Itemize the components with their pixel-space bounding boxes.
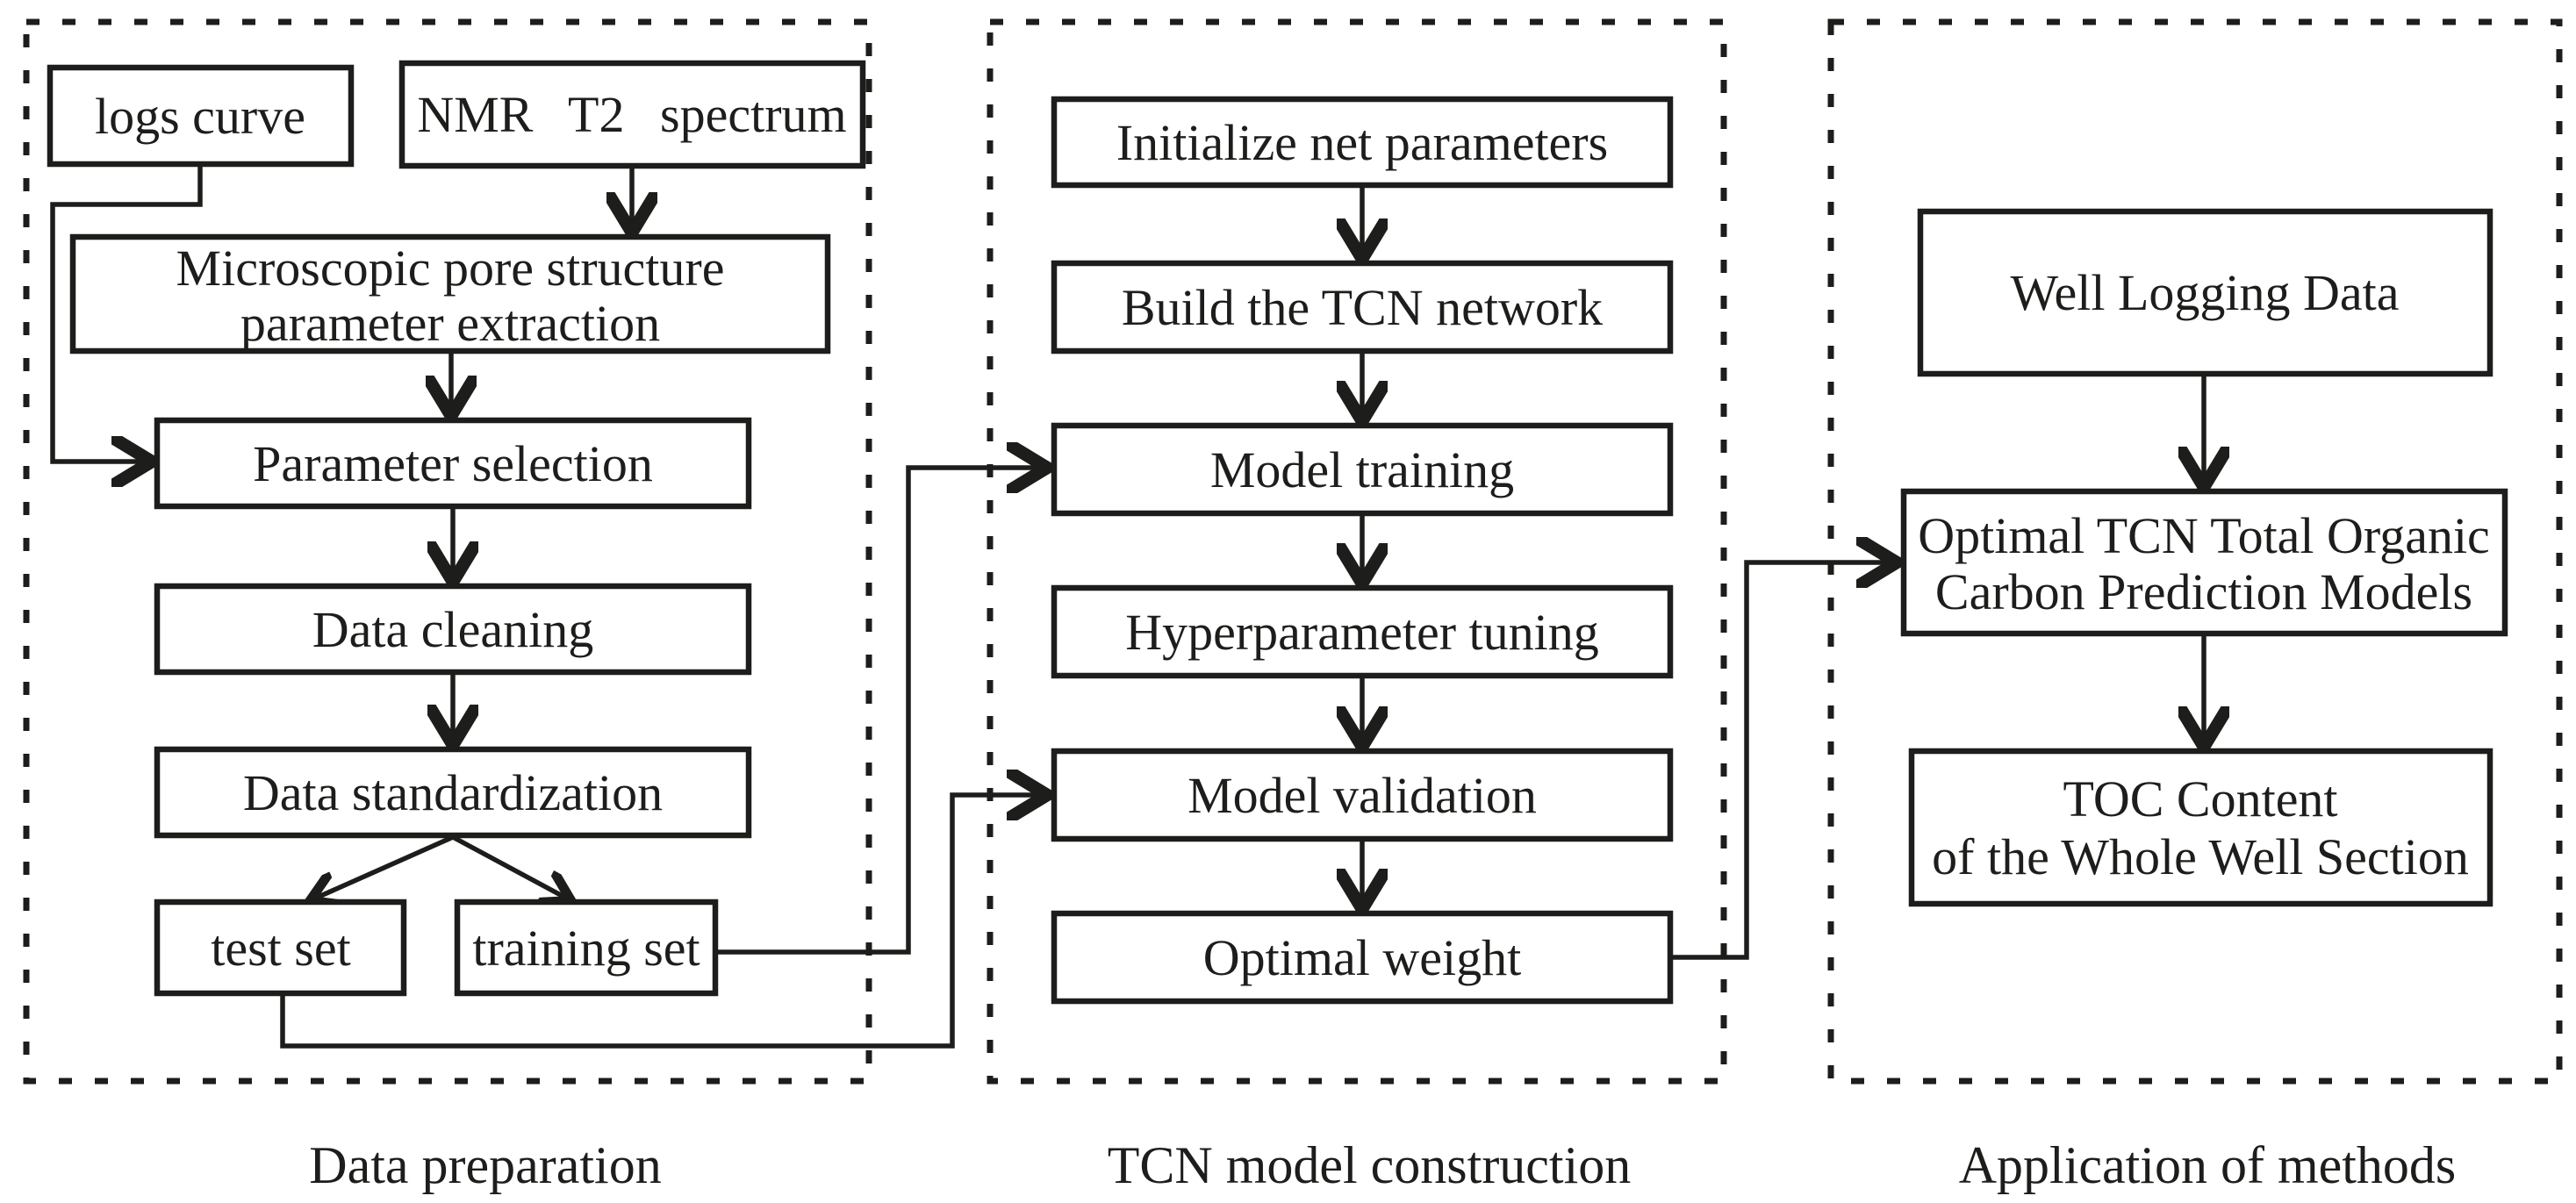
panel-tcn-model-construction	[987, 18, 1727, 1085]
model-validation-box	[1051, 748, 1674, 842]
microscopic-extraction-label-line2: parameter extraction	[240, 295, 660, 352]
node-test-set: test set	[154, 899, 407, 997]
arrow-test-set-to-model-validation	[280, 795, 1046, 1049]
logs-curve-box	[47, 64, 355, 168]
training-set-label: training set	[472, 920, 700, 977]
model-training-box	[1051, 422, 1674, 517]
test-set-label: test set	[211, 920, 350, 977]
node-toc-content: TOC Content of the Whole Well Section	[1908, 748, 2493, 907]
panel-data-preparation	[23, 18, 872, 1085]
parameter-selection-box	[154, 417, 752, 510]
node-optimal-tcn-models: Optimal TCN Total Organic Carbon Predict…	[1900, 488, 2508, 637]
build-tcn-network-label: Build the TCN network	[1122, 279, 1603, 336]
nmr-t2-spectrum-box	[398, 60, 866, 169]
caption-data-preparation: Data preparation	[309, 1136, 661, 1194]
test-set-box	[154, 899, 407, 997]
node-hyperparameter-tuning: Hyperparameter tuning	[1051, 584, 1674, 679]
arrow-standardization-to-test-set	[311, 834, 455, 900]
node-microscopic-extraction: Microscopic pore structure parameter ext…	[69, 233, 831, 354]
node-well-logging-data: Well Logging Data	[1917, 208, 2493, 377]
arrow-standardization-to-training-set	[451, 834, 570, 900]
caption-tcn-model-construction: TCN model construction	[1108, 1136, 1632, 1194]
model-training-label: Model training	[1210, 441, 1514, 498]
optimal-tcn-models-label-line1: Optimal TCN Total Organic	[1918, 507, 2490, 564]
arrow-training-set-to-model-training	[717, 468, 1046, 955]
caption-application-of-methods: Application of methods	[1959, 1136, 2457, 1194]
arrow-logs-curve-to-parameter-selection	[50, 166, 203, 462]
node-build-tcn-network: Build the TCN network	[1051, 260, 1674, 354]
hyperparameter-tuning-label: Hyperparameter tuning	[1125, 604, 1599, 661]
data-cleaning-label: Data cleaning	[312, 601, 593, 658]
node-parameter-selection: Parameter selection	[154, 417, 752, 510]
node-data-standardization: Data standardization	[154, 746, 752, 839]
nmr-t2-spectrum-label: NMR T2 spectrum	[417, 86, 846, 143]
optimal-weight-box	[1051, 910, 1674, 1005]
panel-application-of-methods	[1827, 18, 2563, 1085]
logs-curve-label: logs curve	[95, 88, 305, 145]
hyperparameter-tuning-box	[1051, 584, 1674, 679]
optimal-tcn-models-label-line2: Carbon Prediction Models	[1935, 563, 2472, 620]
microscopic-extraction-label-line1: Microscopic pore structure	[176, 240, 725, 297]
node-model-validation: Model validation	[1051, 748, 1674, 842]
optimal-weight-label: Optimal weight	[1203, 929, 1521, 986]
arrow-optimal-weight-to-prediction-models	[1672, 562, 1896, 960]
initialize-net-parameters-box	[1051, 96, 1674, 189]
build-tcn-network-box	[1051, 260, 1674, 354]
data-cleaning-box	[154, 583, 752, 676]
node-model-training: Model training	[1051, 422, 1674, 517]
training-set-box	[454, 899, 719, 997]
node-logs-curve: logs curve	[47, 64, 355, 168]
data-standardization-label: Data standardization	[243, 764, 663, 821]
node-training-set: training set	[454, 899, 719, 997]
toc-content-label-line1: TOC Content	[2063, 770, 2337, 827]
data-standardization-box	[154, 746, 752, 839]
well-logging-data-label: Well Logging Data	[2010, 264, 2399, 321]
node-optimal-weight: Optimal weight	[1051, 910, 1674, 1005]
microscopic-extraction-box	[69, 233, 831, 354]
toc-content-box	[1908, 748, 2493, 907]
node-data-cleaning: Data cleaning	[154, 583, 752, 676]
parameter-selection-label: Parameter selection	[253, 435, 653, 492]
node-nmr-t2-spectrum: NMR T2 spectrum	[398, 60, 866, 169]
initialize-net-parameters-label: Initialize net parameters	[1116, 114, 1608, 171]
model-validation-label: Model validation	[1188, 767, 1537, 824]
toc-content-label-line2: of the Whole Well Section	[1932, 828, 2469, 885]
optimal-tcn-models-box	[1900, 488, 2508, 637]
node-initialize-net-parameters: Initialize net parameters	[1051, 96, 1674, 189]
well-logging-data-box	[1917, 208, 2493, 377]
